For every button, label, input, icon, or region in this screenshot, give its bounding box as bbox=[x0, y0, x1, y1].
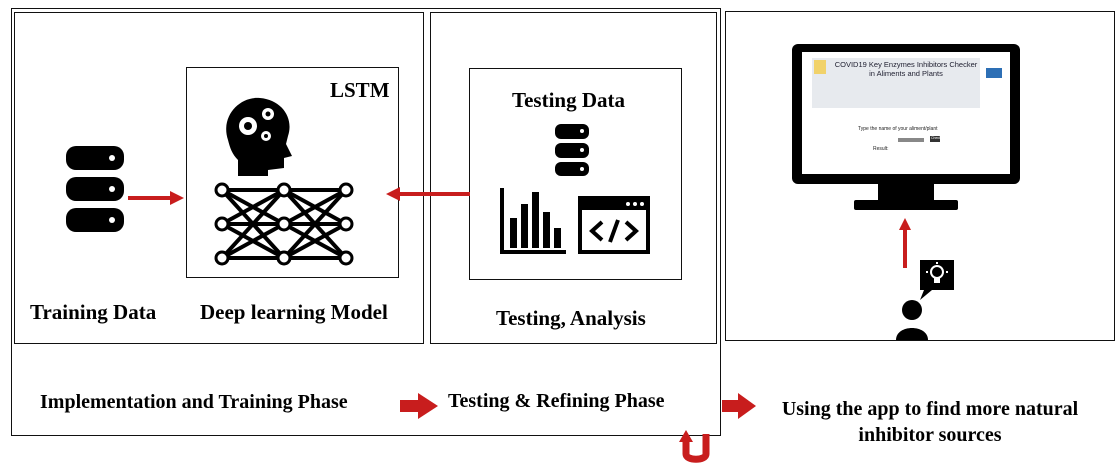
bar-chart-icon bbox=[500, 188, 566, 254]
red-arrow-icon bbox=[722, 393, 756, 419]
app-screen-result-label: Result: bbox=[873, 146, 889, 152]
red-arrow-icon bbox=[899, 218, 911, 268]
testing-data-label: Testing Data bbox=[512, 88, 625, 112]
training-data-label: Training Data bbox=[30, 300, 157, 324]
database-icon bbox=[555, 124, 589, 176]
implementation-phase-title: Implementation and Training Phase bbox=[40, 391, 348, 413]
testing-phase-title: Testing & Refining Phase bbox=[448, 390, 665, 412]
app-screen-button[interactable]: Check bbox=[931, 136, 941, 140]
neural-network-icon bbox=[214, 182, 354, 266]
user-idea-icon bbox=[896, 260, 954, 340]
lstm-box bbox=[186, 67, 399, 278]
model-label: Deep learning Model bbox=[200, 300, 388, 324]
database-icon bbox=[66, 146, 124, 232]
brain-gears-icon bbox=[226, 97, 292, 176]
code-window-icon bbox=[578, 196, 650, 254]
testing-analysis-label: Testing, Analysis bbox=[496, 306, 646, 330]
app-phase-title: Using the app to find more natural inhib… bbox=[760, 396, 1100, 448]
red-arrow-icon bbox=[128, 191, 184, 205]
lstm-title: LSTM bbox=[330, 78, 390, 102]
app-phase-title-line2: inhibitor sources bbox=[858, 424, 1002, 446]
red-arrow-icon bbox=[386, 187, 470, 201]
app-screen-title: COVID19 Key Enzymes Inhibitors Checker i… bbox=[834, 60, 978, 78]
app-phase-title-line1: Using the app to find more natural bbox=[781, 398, 1079, 420]
red-arrow-icon bbox=[400, 393, 438, 419]
red-arrow-icon bbox=[679, 430, 710, 463]
monitor-icon bbox=[792, 44, 1020, 210]
app-screen-prompt: Type the name of your aliment/plant bbox=[858, 126, 938, 132]
